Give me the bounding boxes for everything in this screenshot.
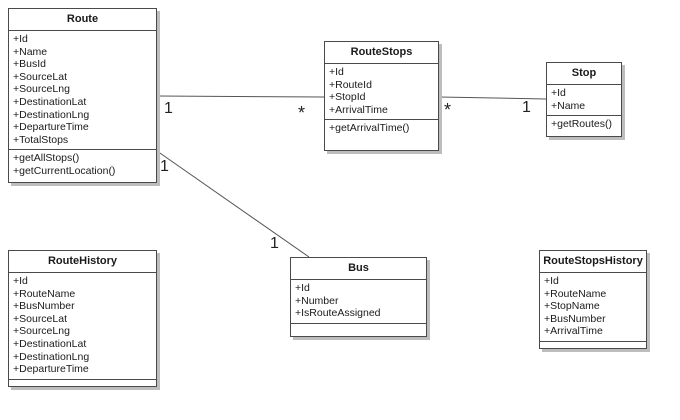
- class-routestops-title: RouteStops: [325, 42, 438, 64]
- operation: +getRoutes(): [551, 118, 612, 131]
- attribute: +Name: [551, 99, 586, 112]
- attribute: +Id: [13, 275, 28, 287]
- attribute: +StopName: [544, 300, 600, 313]
- class-routehistory-attributes: +Id +RouteName +BusNumber +SourceLat +So…: [9, 273, 156, 380]
- attribute: +IsRouteAssigned: [295, 307, 381, 320]
- attribute: +DestinationLat: [13, 95, 87, 108]
- class-routehistory-operations: [9, 380, 156, 392]
- class-routestops-operations: +getArrivalTime(): [325, 120, 438, 138]
- class-bus-operations: [291, 324, 426, 336]
- association-routestops-stop: [438, 96, 547, 100]
- attribute: +StopId: [329, 91, 366, 104]
- class-route-operations: +getAllStops() +getCurrentLocation(): [9, 150, 156, 180]
- attribute: +Number: [295, 294, 339, 307]
- class-routestopshistory[interactable]: RouteStopsHistory +Id +RouteName +StopNa…: [539, 250, 647, 349]
- multiplicity-route-bus-target: 1: [270, 235, 279, 252]
- class-routestopshistory-operations: [540, 342, 646, 354]
- class-routestops[interactable]: RouteStops +Id +RouteId +StopId +Arrival…: [324, 41, 439, 151]
- attribute: +DestinationLng: [13, 108, 90, 121]
- class-stop-attributes: +Id +Name: [547, 85, 621, 117]
- class-route-title: Route: [9, 9, 156, 31]
- attribute: +SourceLng: [13, 325, 70, 338]
- class-routestopshistory-attributes: +Id +RouteName +StopName +BusNumber +Arr…: [540, 273, 646, 342]
- attribute: +DepartureTime: [13, 121, 89, 134]
- attribute: +ArrivalTime: [329, 103, 388, 116]
- attribute: +DestinationLat: [13, 337, 87, 350]
- multiplicity-routestops-stop-target: 1: [522, 99, 531, 116]
- attribute: +Id: [13, 33, 28, 45]
- attribute: +SourceLat: [13, 70, 67, 83]
- attribute: +Id: [544, 275, 559, 287]
- class-routehistory[interactable]: RouteHistory +Id +RouteName +BusNumber +…: [8, 250, 157, 387]
- operation: +getArrivalTime(): [329, 122, 410, 135]
- multiplicity-route-routestops-source: 1: [164, 100, 173, 117]
- operation: +getAllStops(): [13, 152, 80, 165]
- association-route-routestops: [156, 95, 325, 98]
- class-route[interactable]: Route +Id +Name +BusId +SourceLat +Sourc…: [8, 8, 157, 183]
- class-routestopshistory-title: RouteStopsHistory: [540, 251, 646, 273]
- attribute: +Id: [551, 87, 566, 99]
- attribute: +RouteName: [13, 287, 76, 300]
- attribute: +RouteId: [329, 78, 372, 91]
- class-bus[interactable]: Bus +Id +Number +IsRouteAssigned: [290, 257, 427, 337]
- class-stop[interactable]: Stop +Id +Name +getRoutes(): [546, 62, 622, 137]
- class-bus-attributes: +Id +Number +IsRouteAssigned: [291, 280, 426, 324]
- class-routehistory-title: RouteHistory: [9, 251, 156, 273]
- attribute: +SourceLng: [13, 83, 70, 96]
- attribute: +Id: [329, 66, 344, 78]
- multiplicity-route-bus-source: 1: [160, 158, 169, 175]
- operation: +getCurrentLocation(): [13, 164, 116, 177]
- attribute: +BusId: [13, 58, 46, 71]
- class-routestops-attributes: +Id +RouteId +StopId +ArrivalTime: [325, 64, 438, 121]
- class-stop-operations: +getRoutes(): [547, 116, 621, 134]
- attribute: +BusNumber: [544, 312, 606, 325]
- attribute: +BusNumber: [13, 300, 75, 313]
- class-route-attributes: +Id +Name +BusId +SourceLat +SourceLng +…: [9, 31, 156, 151]
- class-stop-title: Stop: [547, 63, 621, 85]
- attribute: +ArrivalTime: [544, 325, 603, 338]
- attribute: +Name: [13, 45, 48, 58]
- attribute: +RouteName: [544, 287, 607, 300]
- attribute: +DepartureTime: [13, 363, 89, 376]
- attribute: +Id: [295, 282, 310, 294]
- attribute: +TotalStops: [13, 133, 69, 146]
- attribute: +SourceLat: [13, 312, 67, 325]
- class-bus-title: Bus: [291, 258, 426, 280]
- association-route-bus: [156, 150, 310, 258]
- attribute: +DestinationLng: [13, 350, 90, 363]
- multiplicity-routestops-stop-source: *: [444, 100, 452, 120]
- multiplicity-route-routestops-target: *: [298, 103, 306, 123]
